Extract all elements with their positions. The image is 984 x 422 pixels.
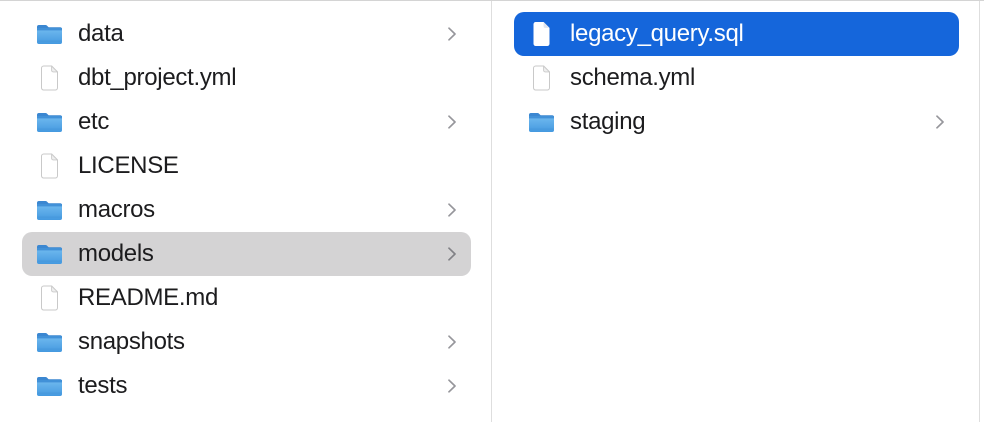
folder-icon (36, 112, 63, 133)
folder-row-models[interactable]: models (22, 232, 471, 276)
item-label: dbt_project.yml (78, 64, 237, 91)
file-row-dbt-project-yml[interactable]: dbt_project.yml (22, 56, 471, 100)
folder-icon (36, 200, 63, 221)
chevron-right-icon (439, 26, 457, 42)
chevron-right-icon (439, 114, 457, 130)
folder-icon (36, 376, 63, 397)
item-label: etc (78, 108, 110, 135)
chevron-right-icon (927, 114, 945, 130)
chevron-right-icon (439, 378, 457, 394)
folder-icon (36, 24, 63, 45)
chevron-right-icon (439, 246, 457, 262)
folder-icon (36, 244, 63, 265)
file-row-license[interactable]: LICENSE (22, 144, 471, 188)
document-icon (36, 153, 63, 179)
file-column-current: legacy_query.sql schema.yml staging (492, 1, 980, 422)
item-label: macros (78, 196, 155, 223)
chevron-right-icon (439, 202, 457, 218)
file-row-readme-md[interactable]: README.md (22, 276, 471, 320)
folder-icon (36, 332, 63, 353)
item-label: README.md (78, 284, 218, 311)
document-icon (528, 21, 555, 47)
folder-icon (528, 112, 555, 133)
item-label: schema.yml (570, 64, 696, 91)
folder-row-staging[interactable]: staging (514, 100, 959, 144)
folder-row-macros[interactable]: macros (22, 188, 471, 232)
item-label: tests (78, 372, 128, 399)
column-resize-gutter[interactable] (980, 1, 984, 422)
folder-row-etc[interactable]: etc (22, 100, 471, 144)
chevron-right-icon (439, 334, 457, 350)
document-icon (36, 285, 63, 311)
item-label: data (78, 20, 124, 47)
file-row-schema-yml[interactable]: schema.yml (514, 56, 959, 100)
item-label: snapshots (78, 328, 185, 355)
item-label: LICENSE (78, 152, 179, 179)
item-label: models (78, 240, 154, 267)
document-icon (528, 65, 555, 91)
file-row-legacy-query-sql[interactable]: legacy_query.sql (514, 12, 959, 56)
item-label: staging (570, 108, 646, 135)
folder-row-snapshots[interactable]: snapshots (22, 320, 471, 364)
item-label: legacy_query.sql (570, 20, 744, 47)
document-icon (36, 65, 63, 91)
file-column-parent: data dbt_project.yml etc LICE (0, 1, 492, 422)
folder-row-data[interactable]: data (22, 12, 471, 56)
folder-row-tests[interactable]: tests (22, 364, 471, 408)
